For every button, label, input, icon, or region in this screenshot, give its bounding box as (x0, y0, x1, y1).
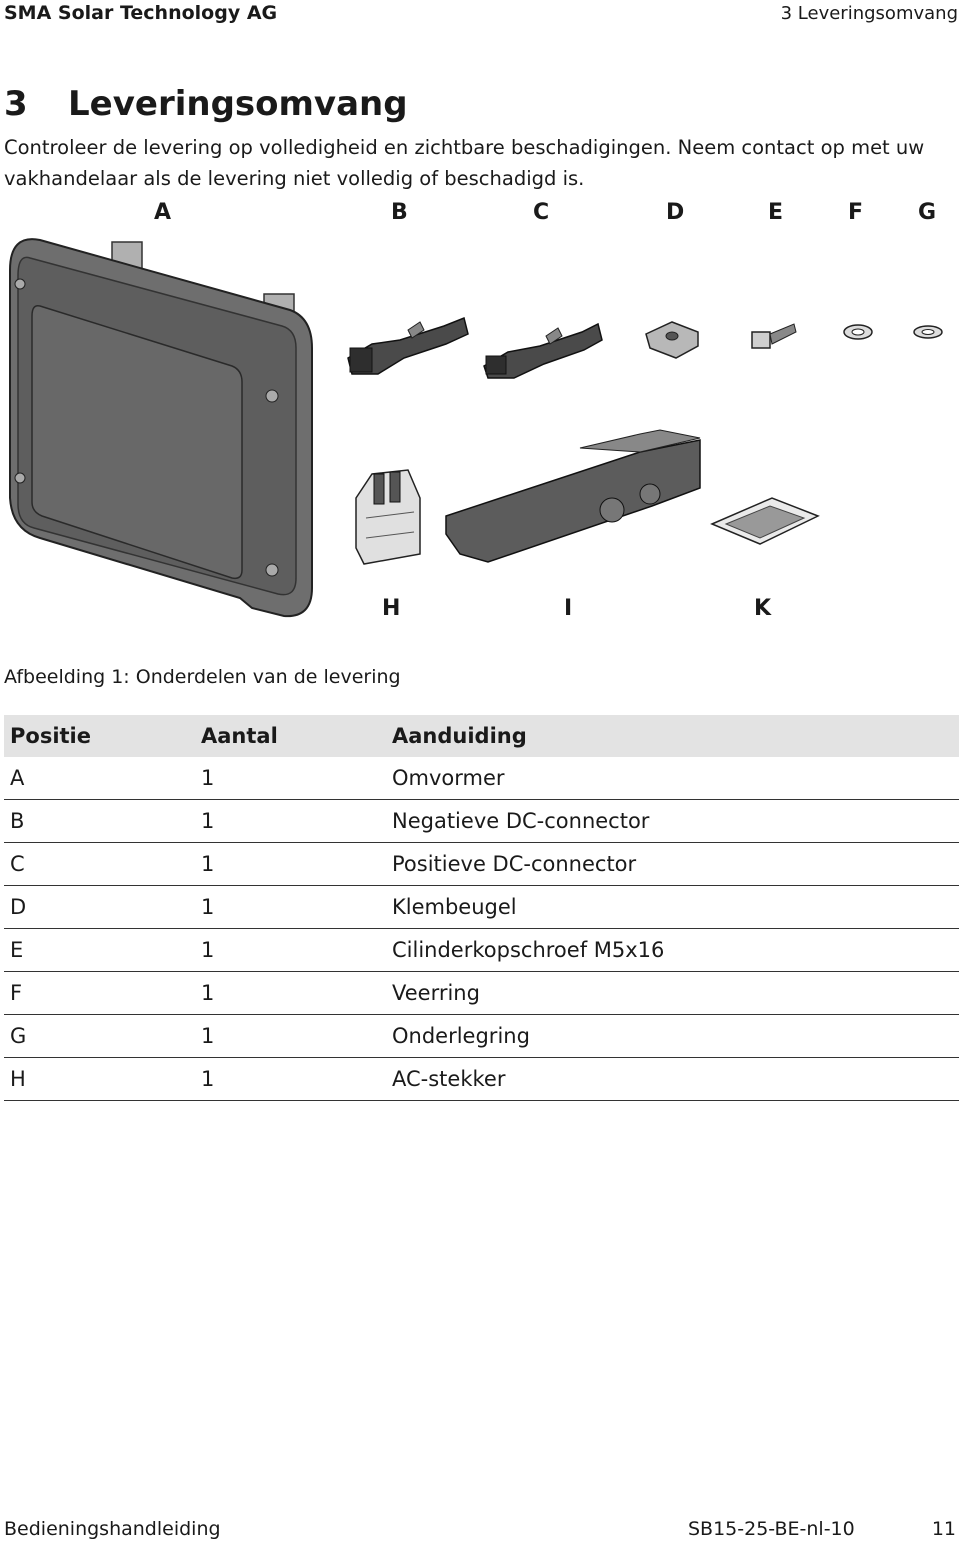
cell-position: A (4, 757, 195, 800)
table-header-row: Positie Aantal Aanduiding (4, 715, 959, 757)
figure-label-k: K (754, 596, 772, 621)
figure-label-b: B (391, 200, 408, 225)
washer-illustration (913, 325, 943, 339)
cell-quantity: 1 (195, 1014, 386, 1058)
table-row: E 1 Cilinderkopschroef M5x16 (4, 928, 959, 972)
cell-quantity: 1 (195, 842, 386, 886)
header-designation: Aanduiding (386, 715, 959, 757)
figure-label-g: G (918, 200, 937, 225)
table-row: B 1 Negatieve DC-connector (4, 799, 959, 843)
cell-position: D (4, 885, 195, 929)
cell-designation: Veerring (386, 971, 959, 1015)
header-company: SMA Solar Technology AG (4, 2, 278, 24)
figure-label-i: I (564, 596, 573, 621)
figure-drawing (9, 238, 943, 618)
figure-label-h: H (382, 596, 401, 621)
screw-illustration (751, 323, 797, 349)
header-quantity: Aantal (195, 715, 386, 757)
cell-quantity: 1 (195, 1057, 386, 1101)
cell-designation: Klembeugel (386, 885, 959, 929)
table-row: D 1 Klembeugel (4, 885, 959, 929)
footer-manual-title: Bedieningshandleiding (4, 1518, 221, 1540)
cell-position: F (4, 971, 195, 1015)
cell-position: H (4, 1057, 195, 1101)
cell-designation: Omvormer (386, 757, 959, 800)
table-row: G 1 Onderlegring (4, 1014, 959, 1058)
table-row: C 1 Positieve DC-connector (4, 842, 959, 886)
clamping-bracket-illustration (645, 321, 699, 359)
parts-table: Positie Aantal Aanduiding A 1 Omvormer B… (4, 715, 959, 1101)
spring-washer-illustration (843, 324, 873, 340)
cell-position: G (4, 1014, 195, 1058)
cell-designation: Negatieve DC-connector (386, 799, 959, 843)
table-row: A 1 Omvormer (4, 757, 959, 800)
cell-quantity: 1 (195, 971, 386, 1015)
figure-label-c: C (533, 200, 550, 225)
table-row: F 1 Veerring (4, 971, 959, 1015)
figure-label-d: D (666, 200, 685, 225)
cell-position: C (4, 842, 195, 886)
chapter-title-text: Leveringsomvang (68, 84, 408, 124)
figure-label-e: E (768, 200, 784, 225)
figure-caption: Afbeelding 1: Onderdelen van de levering (4, 666, 401, 688)
cell-position: E (4, 928, 195, 972)
header-position: Positie (4, 715, 195, 757)
positive-dc-connector-illustration (483, 322, 603, 379)
cell-position: B (4, 799, 195, 843)
cell-designation: AC-stekker (386, 1057, 959, 1101)
delivery-figure: A B C D E F G H I K (0, 198, 960, 638)
header-section: 3 Leveringsomvang (780, 3, 958, 24)
intro-paragraph: Controleer de levering op volledigheid e… (4, 136, 925, 190)
ac-plug-illustration (355, 469, 421, 565)
cell-quantity: 1 (195, 885, 386, 929)
cell-designation: Positieve DC-connector (386, 842, 959, 886)
footer-page-number: 11 (931, 1518, 956, 1540)
cell-designation: Onderlegring (386, 1014, 959, 1058)
inverter-illustration (9, 238, 313, 618)
document-card-illustration (710, 497, 820, 545)
cell-quantity: 1 (195, 928, 386, 972)
cable-bracket-illustration (445, 429, 701, 563)
figure-label-a: A (154, 200, 172, 225)
chapter-title: 3 Leveringsomvang (4, 84, 408, 124)
cell-designation: Cilinderkopschroef M5x16 (386, 928, 959, 972)
negative-dc-connector-illustration (347, 316, 469, 375)
figure-label-f: F (848, 200, 864, 225)
table-row: H 1 AC-stekker (4, 1057, 959, 1101)
cell-quantity: 1 (195, 757, 386, 800)
footer-doc-code: SB15-25-BE-nl-10 (688, 1518, 855, 1540)
chapter-number: 3 (4, 84, 28, 124)
cell-quantity: 1 (195, 799, 386, 843)
